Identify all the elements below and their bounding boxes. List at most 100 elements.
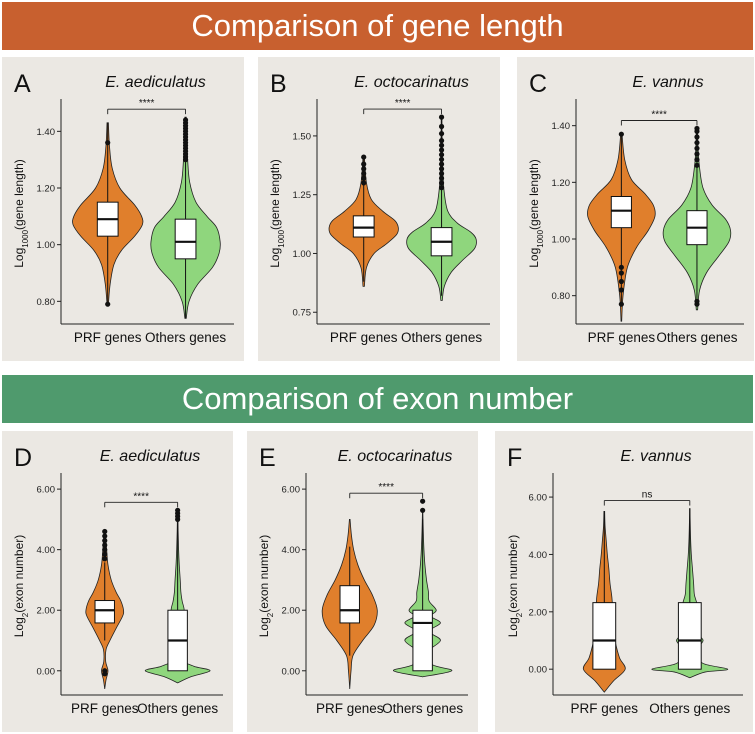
outlier-point <box>438 185 445 191</box>
outlier-point <box>694 140 700 146</box>
x-category-label: Others genes <box>137 701 218 716</box>
panel-title: E. octocarinatus <box>338 448 453 465</box>
outlier-point <box>361 154 367 160</box>
x-category-label: PRF genes <box>74 330 142 345</box>
outlier-point <box>361 180 367 186</box>
outlier-point <box>618 278 624 285</box>
outlier-point <box>438 147 445 153</box>
outlier-point <box>175 507 181 513</box>
outlier-point <box>618 131 624 137</box>
panel-letter: B <box>270 70 287 98</box>
outlier-point <box>102 551 108 557</box>
box <box>677 602 702 670</box>
outlier-point <box>102 533 108 539</box>
y-tick-label: 6.00 <box>282 485 301 496</box>
y-tick-label: 1.40 <box>552 121 571 132</box>
y-axis-label: Log2(exon number) <box>12 535 30 638</box>
outlier-point <box>694 125 700 132</box>
gene-length-banner: Comparison of gene length <box>2 2 753 50</box>
outlier-point <box>438 114 445 120</box>
y-tick-label: 0.00 <box>282 666 301 677</box>
y-axis-label: Log1000(gene length) <box>527 159 545 268</box>
outlier-point <box>420 507 426 513</box>
x-category-label: PRF genes <box>571 701 639 716</box>
y-tick-label: 2.00 <box>529 607 548 618</box>
y-tick-label: 1.50 <box>293 131 312 142</box>
box <box>592 602 617 670</box>
y-tick-label: 1.20 <box>552 178 571 189</box>
x-category-label: Others genes <box>145 330 226 345</box>
y-tick-label: 2.00 <box>37 606 56 617</box>
y-tick-label: 4.00 <box>37 545 56 556</box>
outlier-point <box>102 542 108 548</box>
outlier-point <box>438 142 445 148</box>
outlier-point <box>438 175 445 181</box>
y-tick-label: 1.00 <box>552 235 571 246</box>
x-category-label: PRF genes <box>330 330 398 345</box>
outlier-point <box>102 528 108 535</box>
outlier-point <box>102 537 108 544</box>
box <box>94 600 115 624</box>
x-category-label: Others genes <box>649 701 730 716</box>
y-tick-label: 4.00 <box>529 550 548 561</box>
significance-label: **** <box>395 98 411 109</box>
outlier-point <box>618 301 624 307</box>
panel-letter: E <box>259 444 276 472</box>
outlier-point <box>694 298 700 304</box>
x-category-label: PRF genes <box>71 701 139 716</box>
outlier-point <box>105 301 111 307</box>
x-category-label: PRF genes <box>316 701 384 716</box>
y-tick-label: 0.75 <box>293 308 312 319</box>
exon-number-banner: Comparison of exon number <box>2 375 753 423</box>
significance-label: ns <box>642 490 653 501</box>
outlier-point <box>361 170 367 177</box>
box <box>352 215 375 238</box>
outlier-point <box>438 152 445 158</box>
y-axis-label: Log2(exon number) <box>257 535 275 638</box>
panel-letter: A <box>14 70 31 98</box>
y-tick-label: 1.40 <box>37 127 56 138</box>
y-tick-label: 1.20 <box>37 184 56 195</box>
outlier-point <box>694 162 700 168</box>
y-tick-label: 6.00 <box>529 493 548 504</box>
y-tick-label: 1.25 <box>293 190 312 201</box>
panel-title: E. aediculatus <box>105 74 206 91</box>
y-tick-label: 0.00 <box>37 666 56 677</box>
outlier-point <box>694 157 700 163</box>
panel-letter: D <box>14 444 32 472</box>
outlier-point <box>438 180 445 186</box>
outlier-point <box>438 130 445 137</box>
panel-title: E. vannus <box>632 74 703 91</box>
y-tick-label: 1.00 <box>293 249 312 260</box>
significance-label: **** <box>651 110 667 121</box>
significance-label: **** <box>133 491 149 502</box>
outlier-point <box>182 117 189 123</box>
y-axis-label: Log1000(gene length) <box>12 159 30 268</box>
outlier-point <box>694 145 700 151</box>
box <box>174 218 197 260</box>
panel-letter: C <box>529 70 547 98</box>
x-category-label: Others genes <box>382 701 463 716</box>
outlier-point <box>694 134 700 140</box>
y-tick-label: 1.00 <box>37 240 56 251</box>
outlier-point <box>438 161 445 167</box>
outlier-point <box>438 170 445 177</box>
y-axis-label: Log2(exon number) <box>506 535 524 638</box>
y-axis-label: Log1000(gene length) <box>268 159 286 268</box>
significance-label: **** <box>378 482 394 493</box>
box <box>610 196 632 229</box>
y-tick-label: 2.00 <box>282 606 301 617</box>
outlier-point <box>361 175 367 181</box>
outlier-point <box>361 166 367 172</box>
